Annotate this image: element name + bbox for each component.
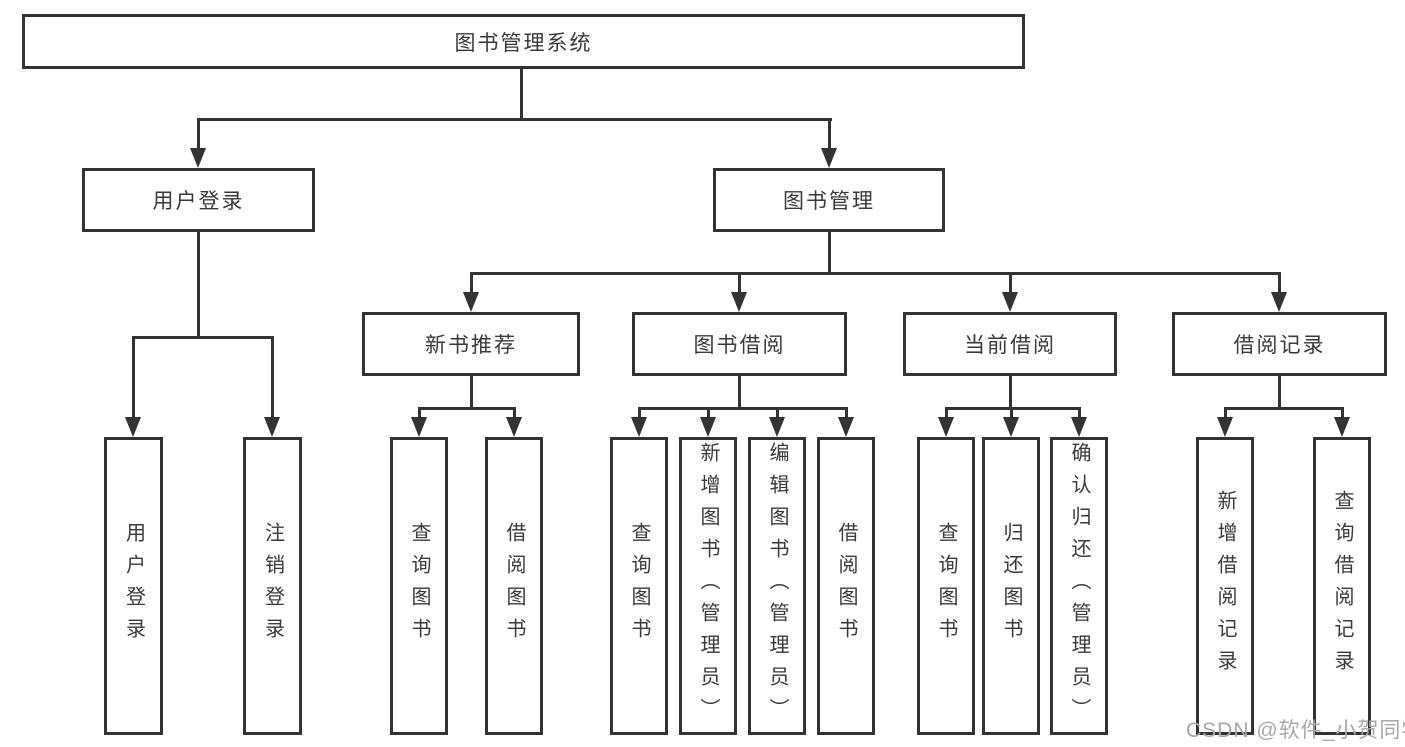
leaf-user-login: 用户登录 xyxy=(104,437,163,735)
leaf-query-borrow-record: 查询借阅记录 xyxy=(1313,437,1371,735)
connector-splitter-book-borrowing xyxy=(638,407,848,410)
node-book-management: 图书管理 xyxy=(713,168,945,232)
arrowhead-icon xyxy=(1071,417,1087,437)
arrow-stem xyxy=(738,272,741,294)
arrow-stem xyxy=(828,118,831,150)
node-library-management-system: 图书管理系统 xyxy=(22,14,1025,69)
arrow-stem xyxy=(707,407,710,421)
arrowhead-icon xyxy=(631,417,647,437)
leaf-return-books: 归还图书 xyxy=(982,437,1040,735)
connector-stem-borrowing-records xyxy=(1278,376,1281,407)
arrowhead-icon xyxy=(1217,417,1233,437)
connector-splitter-root xyxy=(197,118,832,121)
arrow-stem xyxy=(132,336,135,419)
arrowhead-icon xyxy=(506,417,522,437)
leaf-borrow-books-recommend: 借阅图书 xyxy=(485,437,543,735)
connector-stem-root xyxy=(520,69,523,118)
connector-splitter-current-borrowing xyxy=(945,407,1081,410)
connector-stem-book-management xyxy=(828,232,831,272)
arrowhead-icon xyxy=(264,417,280,437)
arrow-stem xyxy=(1010,407,1013,421)
arrow-stem xyxy=(776,407,779,421)
arrowhead-icon xyxy=(1002,292,1018,312)
arrow-stem xyxy=(418,407,421,421)
arrow-stem xyxy=(271,336,274,419)
leaf-confirm-return-admin: 确认归还（管理员） xyxy=(1050,437,1108,735)
arrow-stem xyxy=(513,407,516,421)
connector-splitter-borrowing-records xyxy=(1224,407,1344,410)
connector-stem-current-borrowing xyxy=(1009,376,1012,407)
arrow-stem xyxy=(470,272,473,294)
arrow-stem xyxy=(1009,272,1012,294)
leaf-query-books-borrowing: 查询图书 xyxy=(610,437,668,735)
arrow-stem xyxy=(845,407,848,421)
connector-splitter-user-login xyxy=(132,336,274,339)
arrow-stem xyxy=(1224,407,1227,421)
arrowhead-icon xyxy=(463,292,479,312)
leaf-query-books-current: 查询图书 xyxy=(917,437,975,735)
node-new-book-recommendation: 新书推荐 xyxy=(362,312,580,376)
arrow-stem xyxy=(1078,407,1081,421)
arrowhead-icon xyxy=(1003,417,1019,437)
connector-stem-book-borrowing xyxy=(738,376,741,407)
arrowhead-icon xyxy=(125,417,141,437)
connector-splitter-book-management xyxy=(470,272,1280,275)
leaf-borrow-books-borrowing: 借阅图书 xyxy=(817,437,875,735)
leaf-query-books-recommend: 查询图书 xyxy=(390,437,448,735)
leaf-add-borrow-record: 新增借阅记录 xyxy=(1196,437,1254,735)
watermark: CSDN @软件_小贺同学 xyxy=(1186,719,1405,742)
leaf-edit-books-admin: 编辑图书（管理员） xyxy=(748,437,806,735)
arrowhead-icon xyxy=(821,148,837,168)
arrowhead-icon xyxy=(938,417,954,437)
arrowhead-icon xyxy=(411,417,427,437)
node-current-borrowing: 当前借阅 xyxy=(903,312,1117,376)
connector-stem-user-login xyxy=(197,232,200,336)
arrow-stem xyxy=(197,118,200,150)
arrow-stem xyxy=(638,407,641,421)
arrow-stem xyxy=(1278,272,1281,294)
arrow-stem xyxy=(945,407,948,421)
arrowhead-icon xyxy=(700,417,716,437)
leaf-logout-login: 注销登录 xyxy=(243,437,302,735)
connector-splitter-new-book-recommendation xyxy=(418,407,516,410)
arrowhead-icon xyxy=(190,148,206,168)
arrowhead-icon xyxy=(731,292,747,312)
node-user-login: 用户登录 xyxy=(82,168,315,232)
arrow-stem xyxy=(1341,407,1344,421)
arrowhead-icon xyxy=(769,417,785,437)
connector-stem-new-book-recommendation xyxy=(470,376,473,407)
arrowhead-icon xyxy=(1271,292,1287,312)
arrowhead-icon xyxy=(1334,417,1350,437)
node-borrowing-records: 借阅记录 xyxy=(1172,312,1387,376)
node-book-borrowing: 图书借阅 xyxy=(632,312,847,376)
leaf-add-books-admin: 新增图书（管理员） xyxy=(679,437,737,735)
arrowhead-icon xyxy=(838,417,854,437)
